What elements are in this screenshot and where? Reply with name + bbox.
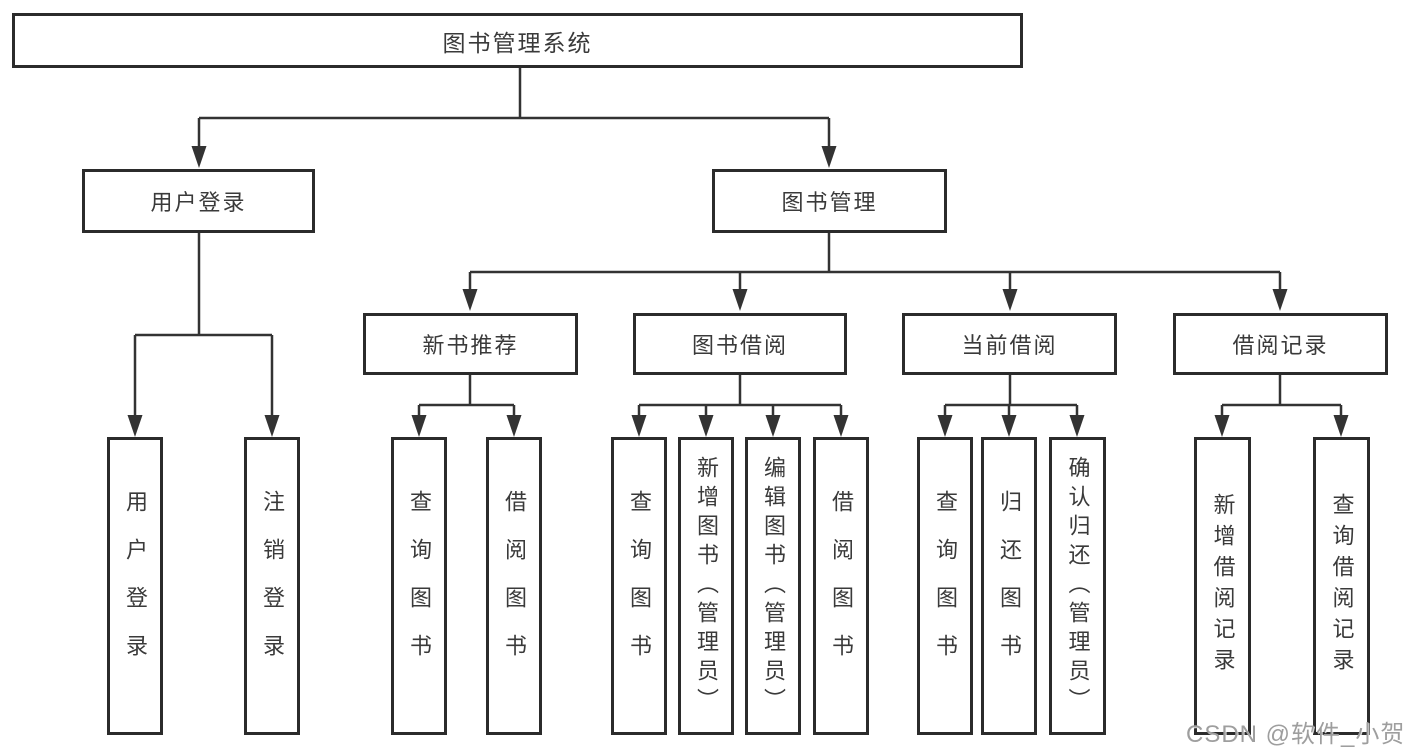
arrowhead-icon bbox=[1002, 289, 1018, 311]
arrowhead-icon bbox=[732, 289, 748, 311]
arrowhead-icon bbox=[462, 289, 478, 311]
leaf-confirm-return-admin: 确认归还（管理员） bbox=[1049, 437, 1106, 735]
leaf-query-books-1: 查询图书 bbox=[391, 437, 447, 735]
leaf-user-login: 用户登录 bbox=[107, 437, 163, 735]
leaf-add-borrow-record-label: 新增借阅记录 bbox=[1210, 493, 1236, 679]
connector-borrow-records-children bbox=[1214, 375, 1349, 437]
leaf-borrow-books-2-label: 借阅图书 bbox=[829, 490, 854, 682]
arrowhead-icon bbox=[833, 415, 849, 437]
connector-new-book-children bbox=[411, 375, 522, 437]
node-book-borrow: 图书借阅 bbox=[633, 313, 847, 375]
leaf-add-books-admin: 新增图书（管理员） bbox=[678, 437, 734, 735]
connector-book-borrow-children bbox=[631, 375, 849, 437]
node-library-system: 图书管理系统 bbox=[12, 13, 1023, 68]
leaf-query-borrow-record: 查询借阅记录 bbox=[1313, 437, 1370, 735]
leaf-logout: 注销登录 bbox=[244, 437, 300, 735]
arrowhead-icon bbox=[411, 415, 427, 437]
leaf-query-books-2-label: 查询图书 bbox=[627, 490, 652, 682]
leaf-query-borrow-record-label: 查询借阅记录 bbox=[1329, 493, 1355, 679]
arrowhead-icon bbox=[821, 146, 837, 168]
node-book-management-label: 图书管理 bbox=[781, 190, 878, 215]
node-user-login-label: 用户登录 bbox=[150, 190, 247, 215]
arrowhead-icon bbox=[506, 415, 522, 437]
leaf-return-books-label: 归还图书 bbox=[997, 490, 1022, 682]
node-user-login: 用户登录 bbox=[82, 169, 315, 233]
node-library-system-label: 图书管理系统 bbox=[442, 29, 593, 56]
node-borrow-records: 借阅记录 bbox=[1173, 313, 1388, 375]
leaf-query-books-2: 查询图书 bbox=[611, 437, 667, 735]
arrowhead-icon bbox=[127, 415, 143, 437]
arrowhead-icon bbox=[698, 415, 714, 437]
arrowhead-icon bbox=[631, 415, 647, 437]
connector-root-to-level2 bbox=[191, 68, 837, 168]
node-new-book-recommend-label: 新书推荐 bbox=[422, 333, 519, 358]
leaf-add-borrow-record: 新增借阅记录 bbox=[1194, 437, 1251, 735]
node-borrow-records-label: 借阅记录 bbox=[1232, 333, 1329, 358]
node-current-borrow-label: 当前借阅 bbox=[961, 333, 1058, 358]
connector-current-borrow-children bbox=[937, 375, 1085, 437]
node-current-borrow: 当前借阅 bbox=[902, 313, 1117, 375]
leaf-user-login-label: 用户登录 bbox=[123, 490, 148, 682]
leaf-borrow-books-1-label: 借阅图书 bbox=[502, 490, 527, 682]
leaf-add-books-admin-label: 新增图书（管理员） bbox=[694, 455, 719, 717]
leaf-query-books-3: 查询图书 bbox=[917, 437, 973, 735]
arrowhead-icon bbox=[937, 415, 953, 437]
node-book-management: 图书管理 bbox=[712, 169, 947, 233]
leaf-return-books: 归还图书 bbox=[981, 437, 1037, 735]
arrowhead-icon bbox=[191, 146, 207, 168]
connector-book-mgmt-children bbox=[462, 233, 1288, 311]
leaf-query-books-1-label: 查询图书 bbox=[407, 490, 432, 682]
node-book-borrow-label: 图书借阅 bbox=[691, 333, 788, 358]
arrowhead-icon bbox=[1333, 415, 1349, 437]
leaf-confirm-return-admin-label: 确认归还（管理员） bbox=[1065, 455, 1091, 717]
leaf-borrow-books-1: 借阅图书 bbox=[486, 437, 542, 735]
leaf-query-books-3-label: 查询图书 bbox=[933, 490, 958, 682]
arrowhead-icon bbox=[1214, 415, 1230, 437]
arrowhead-icon bbox=[264, 415, 280, 437]
arrowhead-icon bbox=[765, 415, 781, 437]
arrowhead-icon bbox=[1069, 415, 1085, 437]
leaf-borrow-books-2: 借阅图书 bbox=[813, 437, 869, 735]
leaf-edit-books-admin: 编辑图书（管理员） bbox=[745, 437, 801, 735]
arrowhead-icon bbox=[1001, 415, 1017, 437]
arrowhead-icon bbox=[1272, 289, 1288, 311]
leaf-edit-books-admin-label: 编辑图书（管理员） bbox=[761, 455, 786, 717]
node-new-book-recommend: 新书推荐 bbox=[363, 313, 578, 375]
csdn-watermark: CSDN @软件_小贺同学 bbox=[1186, 721, 1405, 747]
connector-user-login-children bbox=[127, 233, 280, 437]
leaf-logout-label: 注销登录 bbox=[260, 490, 285, 682]
